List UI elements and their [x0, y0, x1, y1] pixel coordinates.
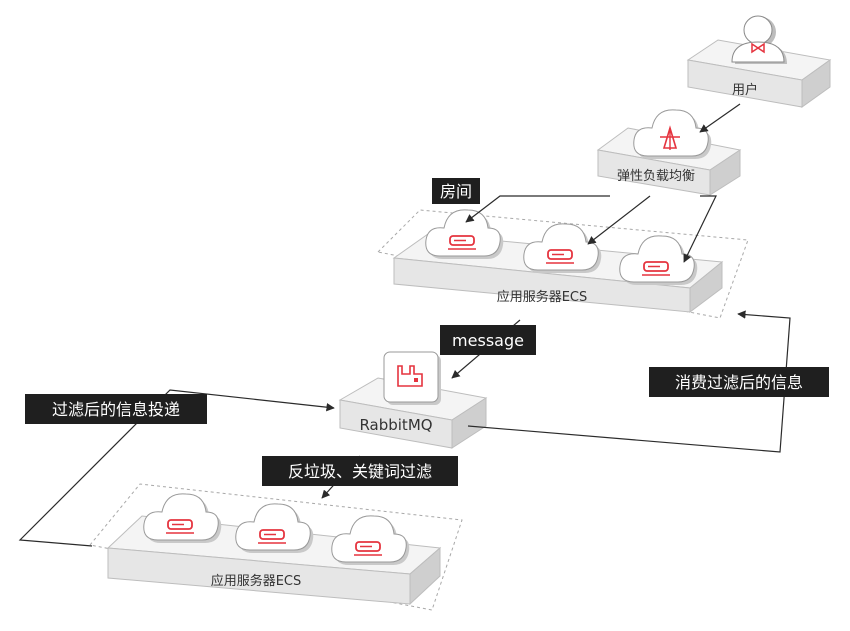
deliver-filtered-tag-label: 过滤后的信息投递 — [52, 400, 180, 419]
cloud-server-icon — [618, 234, 699, 286]
rabbitmq-label: RabbitMQ — [359, 416, 432, 434]
upper-ecs-label: 应用服务器ECS — [497, 289, 588, 305]
cloud-server-icon — [142, 492, 223, 544]
deliver-filtered-tag: 过滤后的信息投递 — [25, 394, 207, 424]
rabbitmq-icon — [383, 351, 441, 405]
cloud-server-icon — [234, 502, 315, 554]
consume-filtered-tag: 消费过滤后的信息 — [649, 367, 829, 397]
edge-user-to-lb — [699, 103, 741, 133]
anti-spam-tag-label: 反垃圾、关键词过滤 — [288, 462, 432, 481]
anti-spam-tag: 反垃圾、关键词过滤 — [262, 456, 458, 486]
lower-ecs-label: 应用服务器ECS — [211, 573, 302, 589]
edge-lb-to-server-1 — [465, 195, 610, 223]
cloud-server-icon — [330, 514, 411, 566]
cloud-server-icon — [424, 208, 505, 260]
lower-ecs-group[interactable]: 应用服务器ECS — [89, 483, 463, 611]
room-tag: 房间 — [432, 178, 480, 204]
consume-filtered-tag-label: 消费过滤后的信息 — [675, 373, 803, 392]
edge-deliver-filtered — [18, 389, 335, 547]
message-tag-label: message — [452, 331, 524, 350]
rabbitmq-node[interactable]: RabbitMQ — [338, 351, 488, 449]
load-balancer-node[interactable]: 弹性负载均衡 — [596, 109, 742, 196]
user-node[interactable]: 用户 — [686, 15, 832, 108]
cloud-server-icon — [522, 222, 603, 274]
edge-lb-to-server-3 — [683, 195, 717, 263]
upper-ecs-group[interactable]: 应用服务器ECS — [376, 208, 749, 319]
user-label: 用户 — [732, 82, 758, 98]
message-tag: message — [440, 325, 536, 355]
load-balancer-label: 弹性负载均衡 — [617, 169, 695, 184]
edge-lb-to-server-2 — [587, 195, 651, 245]
load-balancer-icon — [633, 109, 712, 160]
room-tag-label: 房间 — [440, 182, 472, 201]
user-icon — [731, 15, 787, 64]
